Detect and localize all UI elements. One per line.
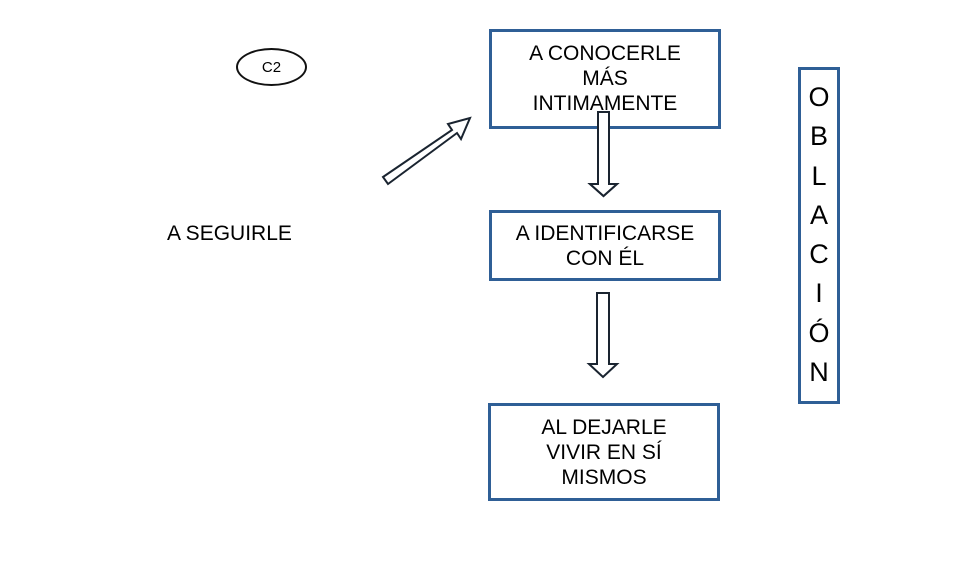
letter: C [809,239,829,270]
letter: I [815,278,823,309]
box-conocerle-text: A CONOCERLE MÁS INTIMAMENTE [529,42,681,115]
oblacion-vertical-box: O B L A C I Ó N [798,67,840,404]
letter: A [809,199,828,230]
down-arrow-2-icon [586,292,620,379]
box-identificarse: A IDENTIFICARSE CON ÉL [489,210,721,281]
box-dejarle-vivir-text: AL DEJARLE VIVIR EN SÍ MISMOS [541,415,667,489]
oval-text: C2 [261,58,282,76]
letter: N [809,356,829,387]
diagonal-arrow-icon [381,116,472,186]
c2-oval-label: C2 [236,48,307,86]
letter: O [808,82,830,112]
letter: Ó [808,317,830,348]
letter: L [811,160,827,191]
down-arrow-1-shaft-icon [587,111,620,198]
box-identificarse-text: A IDENTIFICARSE CON ÉL [515,221,695,270]
letter: B [809,121,828,152]
box-dejarle-vivir: AL DEJARLE VIVIR EN SÍ MISMOS [488,403,720,501]
a-seguirle-label: A SEGUIRLE [167,222,292,245]
